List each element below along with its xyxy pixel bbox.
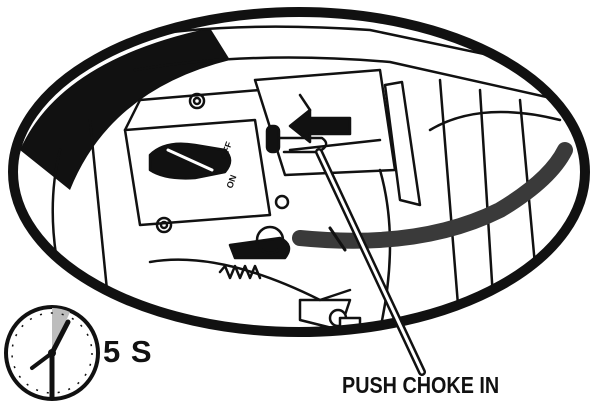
timer-label: 5 S <box>103 334 153 370</box>
instruction-caption: PUSH CHOKE IN <box>342 372 499 399</box>
bolt <box>276 196 288 208</box>
choke-knob <box>267 126 279 152</box>
stopwatch-icon <box>6 307 98 399</box>
